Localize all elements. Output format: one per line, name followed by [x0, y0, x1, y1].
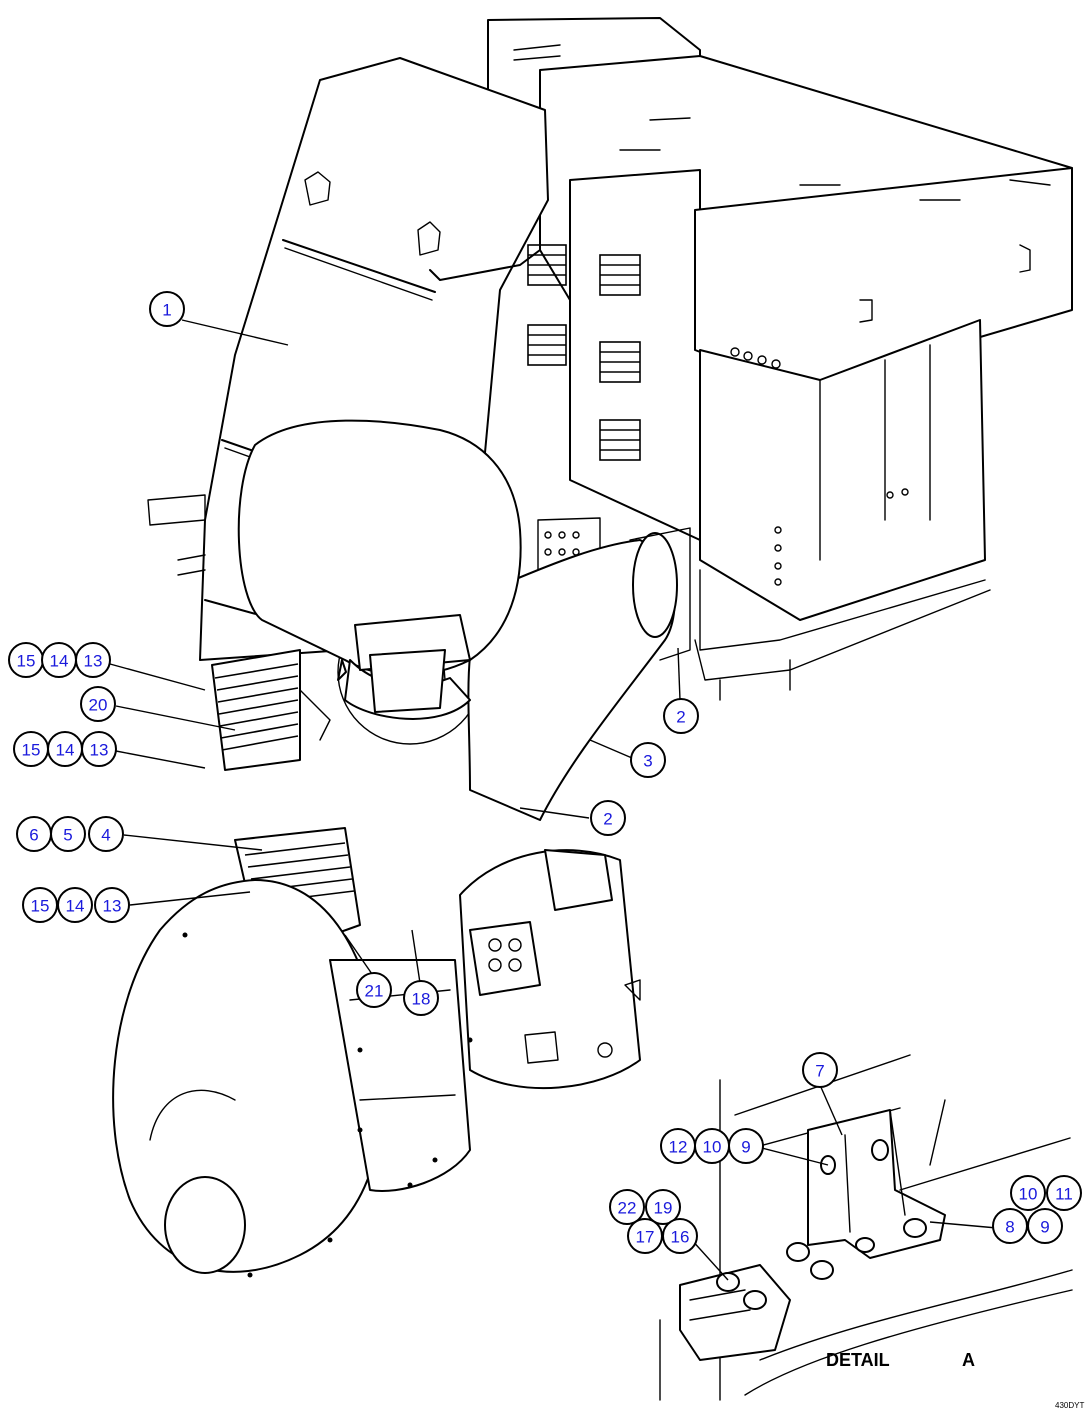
- callout-number: 10: [1019, 1185, 1038, 1204]
- callout-9: 9: [1027, 1208, 1063, 1244]
- detail-caption-word: DETAIL: [826, 1350, 890, 1370]
- callout-number: 12: [669, 1138, 688, 1157]
- callout-2: 2: [590, 800, 626, 836]
- callout-number: 14: [50, 652, 69, 671]
- callout-6: 6: [16, 816, 52, 852]
- callout-circle: [1046, 1175, 1082, 1211]
- callout-12: 12: [660, 1128, 696, 1164]
- callout-circle: [356, 972, 392, 1008]
- callout-circle: [94, 887, 130, 923]
- callout-circle: [1010, 1175, 1046, 1211]
- callout-number: 13: [90, 741, 109, 760]
- callout-number: 15: [22, 741, 41, 760]
- callout-21: 21: [356, 972, 392, 1008]
- callout-number: 4: [101, 826, 110, 845]
- callout-number: 17: [636, 1228, 655, 1247]
- callout-5: 5: [50, 816, 86, 852]
- callout-circle: [149, 291, 185, 327]
- callout-14: 14: [47, 731, 83, 767]
- callout-1: 1: [149, 291, 185, 327]
- callout-number: 7: [815, 1062, 824, 1081]
- callout-number: 22: [618, 1199, 637, 1218]
- callout-circle: [57, 887, 93, 923]
- callout-13: 13: [81, 731, 117, 767]
- callout-number: 14: [56, 741, 75, 760]
- callout-9: 9: [728, 1128, 764, 1164]
- callout-circle: [728, 1128, 764, 1164]
- callout-16: 16: [662, 1218, 698, 1254]
- callout-circle: [1027, 1208, 1063, 1244]
- callout-circle: [88, 816, 124, 852]
- callout-number: 14: [66, 897, 85, 916]
- detail-caption-letter: A: [962, 1350, 975, 1370]
- callout-15: 15: [22, 887, 58, 923]
- drawing-code: 430DYT: [1055, 1401, 1084, 1410]
- callout-18: 18: [403, 980, 439, 1016]
- callout-number: 2: [676, 708, 685, 727]
- callout-number: 5: [63, 826, 72, 845]
- callout-13: 13: [94, 887, 130, 923]
- callout-11: 11: [1046, 1175, 1082, 1211]
- callout-number: 15: [31, 897, 50, 916]
- callout-3: 3: [630, 742, 666, 778]
- engine-block: [487, 17, 1073, 701]
- callout-10: 10: [1010, 1175, 1046, 1211]
- elbow-hose: [467, 527, 691, 821]
- callout-8: 8: [992, 1208, 1028, 1244]
- callout-17: 17: [627, 1218, 663, 1254]
- callout-circle: [662, 1218, 698, 1254]
- blower-housing: [112, 849, 641, 1278]
- callout-14: 14: [57, 887, 93, 923]
- callout-circle: [630, 742, 666, 778]
- callout-number: 6: [29, 826, 38, 845]
- callout-number: 9: [741, 1138, 750, 1157]
- callout-15: 15: [8, 642, 44, 678]
- callout-19: 19: [645, 1189, 681, 1225]
- callout-number: 11: [1055, 1185, 1073, 1204]
- callout-number: 19: [654, 1199, 673, 1218]
- callout-circle: [645, 1189, 681, 1225]
- callout-15: 15: [13, 731, 49, 767]
- callout-circle: [403, 980, 439, 1016]
- callout-circle: [50, 816, 86, 852]
- callout-7: 7: [802, 1052, 838, 1088]
- leader-lines: [109, 319, 998, 1281]
- callout-number: 1: [162, 301, 171, 320]
- callout-number: 8: [1005, 1218, 1014, 1237]
- callout-number: 21: [365, 982, 384, 1001]
- callout-10: 10: [694, 1128, 730, 1164]
- callout-circle: [80, 686, 116, 722]
- callout-22: 22: [609, 1189, 645, 1225]
- callout-number: 9: [1040, 1218, 1049, 1237]
- callout-14: 14: [41, 642, 77, 678]
- callout-number: 10: [703, 1138, 722, 1157]
- callout-13: 13: [75, 642, 111, 678]
- callout-number: 3: [643, 752, 652, 771]
- callout-circle: [590, 800, 626, 836]
- callout-4: 4: [88, 816, 124, 852]
- callout-20: 20: [80, 686, 116, 722]
- callout-number: 13: [84, 652, 103, 671]
- callout-number: 13: [103, 897, 122, 916]
- callout-number: 16: [671, 1228, 690, 1247]
- callout-circle: [802, 1052, 838, 1088]
- callout-number: 20: [89, 696, 108, 715]
- callout-number: 15: [17, 652, 36, 671]
- callout-number: 2: [603, 810, 612, 829]
- callout-circle: [609, 1189, 645, 1225]
- callout-number: 18: [412, 990, 431, 1009]
- callout-circle: [75, 642, 111, 678]
- callout-circle: [81, 731, 117, 767]
- air-cleaner: [237, 419, 522, 720]
- callout-circle: [663, 698, 699, 734]
- callout-2: 2: [663, 698, 699, 734]
